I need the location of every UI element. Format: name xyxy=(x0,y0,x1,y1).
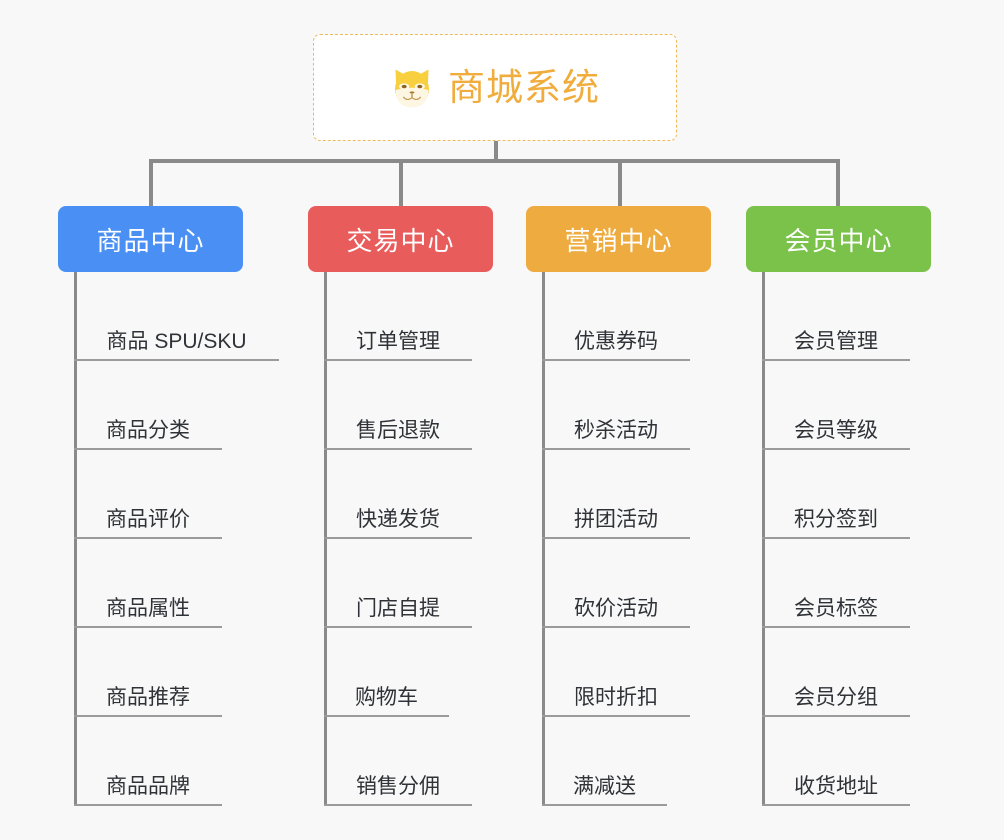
connector-drop-1 xyxy=(149,159,153,208)
leaf-item[interactable]: 会员管理 xyxy=(762,272,910,361)
leaf-item[interactable]: 砍价活动 xyxy=(542,539,690,628)
leaf-item-label: 拼团活动 xyxy=(574,507,658,531)
category-label-product: 商品中心 xyxy=(96,225,205,256)
connector-drop-2 xyxy=(399,159,403,208)
leaf-item-label: 商品评价 xyxy=(106,507,190,531)
leaf-item-label: 订单管理 xyxy=(356,329,440,353)
leaf-item-label: 商品品牌 xyxy=(106,774,190,798)
connector-root-stem xyxy=(494,141,498,161)
category-label-marketing: 营销中心 xyxy=(564,225,673,256)
leaf-trunk xyxy=(542,272,545,806)
leaf-item-label: 会员分组 xyxy=(794,685,878,709)
shiba-dog-icon xyxy=(395,69,429,107)
leaf-item-label: 砍价活动 xyxy=(574,596,658,620)
leaf-item[interactable]: 售后退款 xyxy=(324,361,472,450)
leaf-item[interactable]: 商品分类 xyxy=(74,361,222,450)
leaf-item[interactable]: 秒杀活动 xyxy=(542,361,690,450)
leaf-item-label: 会员标签 xyxy=(794,596,878,620)
root-node-card[interactable]: 商城系统 xyxy=(313,34,677,141)
category-box-product[interactable]: 商品中心 xyxy=(58,206,243,272)
leaf-item[interactable]: 收货地址 xyxy=(762,717,910,806)
leaf-item[interactable]: 商品推荐 xyxy=(74,628,222,717)
leaf-item[interactable]: 商品属性 xyxy=(74,539,222,628)
leaf-item-label: 收货地址 xyxy=(794,774,878,798)
leaf-item[interactable]: 限时折扣 xyxy=(542,628,690,717)
leaf-item-label: 销售分佣 xyxy=(356,774,440,798)
root-node-title: 商城系统 xyxy=(448,67,600,108)
leaf-item[interactable]: 商品 SPU/SKU xyxy=(74,272,279,361)
leaf-item-label: 售后退款 xyxy=(356,418,440,442)
leaf-item[interactable]: 优惠券码 xyxy=(542,272,690,361)
connector-drop-3 xyxy=(618,159,622,208)
leaf-item[interactable]: 快递发货 xyxy=(324,450,472,539)
category-box-trade[interactable]: 交易中心 xyxy=(308,206,493,272)
leaf-item-label: 优惠券码 xyxy=(574,329,658,353)
category-label-trade: 交易中心 xyxy=(346,225,455,256)
leaf-item-label: 商品推荐 xyxy=(106,685,190,709)
leaf-item-label: 秒杀活动 xyxy=(574,418,658,442)
leaf-item-label: 限时折扣 xyxy=(574,685,658,709)
leaf-item-label: 购物车 xyxy=(355,685,418,709)
leaf-trunk xyxy=(74,272,77,806)
leaf-item[interactable]: 门店自提 xyxy=(324,539,472,628)
leaf-item-label: 商品属性 xyxy=(106,596,190,620)
leaf-item[interactable]: 积分签到 xyxy=(762,450,910,539)
leaf-item-label: 门店自提 xyxy=(356,596,440,620)
connector-drop-4 xyxy=(836,159,840,208)
leaf-item[interactable]: 商品评价 xyxy=(74,450,222,539)
leaf-item[interactable]: 销售分佣 xyxy=(324,717,472,806)
category-label-member: 会员中心 xyxy=(784,225,893,256)
leaf-trunk xyxy=(762,272,765,806)
leaf-item-label: 会员管理 xyxy=(794,329,878,353)
leaf-item[interactable]: 会员分组 xyxy=(762,628,910,717)
leaf-item-label: 会员等级 xyxy=(794,418,878,442)
leaf-item[interactable]: 拼团活动 xyxy=(542,450,690,539)
leaf-item[interactable]: 会员等级 xyxy=(762,361,910,450)
leaf-item[interactable]: 会员标签 xyxy=(762,539,910,628)
category-box-marketing[interactable]: 营销中心 xyxy=(526,206,711,272)
leaf-item[interactable]: 商品品牌 xyxy=(74,717,222,806)
leaf-item-label: 满减送 xyxy=(573,774,636,798)
leaf-item-label: 商品分类 xyxy=(106,418,190,442)
leaf-item[interactable]: 订单管理 xyxy=(324,272,472,361)
leaf-trunk xyxy=(324,272,327,806)
leaf-item-label: 积分签到 xyxy=(794,507,878,531)
leaf-item-label: 快递发货 xyxy=(356,507,440,531)
leaf-item[interactable]: 满减送 xyxy=(542,717,667,806)
connector-bus xyxy=(149,159,840,163)
leaf-item-label: 商品 SPU/SKU xyxy=(106,329,247,353)
category-box-member[interactable]: 会员中心 xyxy=(746,206,931,272)
leaf-item[interactable]: 购物车 xyxy=(324,628,449,717)
